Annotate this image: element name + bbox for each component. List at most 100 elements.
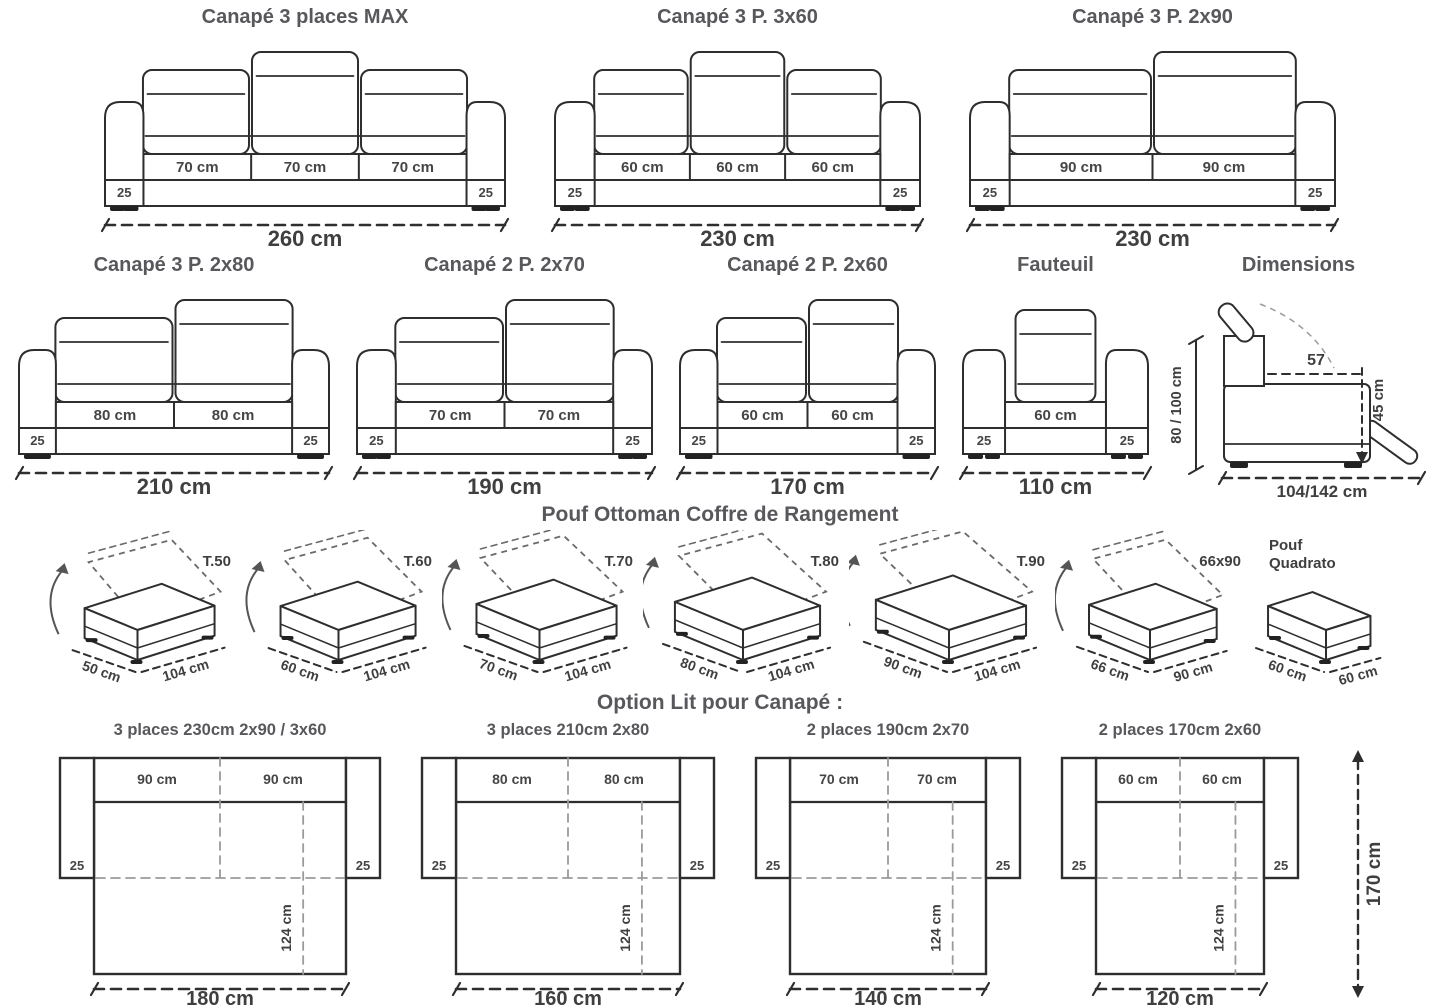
sofa-foot bbox=[485, 206, 500, 211]
armrest-width-label: 25 bbox=[766, 858, 780, 873]
total-width-label: 120 cm bbox=[1146, 988, 1214, 1008]
seat-width-label: 60 cm bbox=[811, 159, 854, 176]
sofa-foot bbox=[123, 206, 139, 211]
dimension-tick bbox=[1217, 470, 1228, 486]
armrest-width-label: 25 bbox=[909, 433, 923, 448]
armrest-width-label: 25 bbox=[996, 858, 1010, 873]
dimension-tick bbox=[323, 465, 334, 481]
back-cushion bbox=[786, 69, 882, 155]
pouf-foot bbox=[941, 660, 954, 664]
diagram-title: Canapé 3 P. 2x90 bbox=[1072, 6, 1233, 28]
pouf-foot bbox=[476, 633, 489, 638]
side-dim-line bbox=[71, 649, 136, 673]
pouf-foot bbox=[876, 629, 889, 634]
armrest-width-label: 25 bbox=[625, 433, 639, 448]
seat-width-label: 90 cm bbox=[1060, 159, 1103, 176]
armrest-width-label: 25 bbox=[568, 185, 582, 200]
sofa-foot bbox=[297, 454, 313, 459]
dimension-tick bbox=[89, 981, 100, 997]
diagram-title: 3 places 230cm 2x90 / 3x60 bbox=[113, 721, 327, 739]
armrest-right bbox=[984, 756, 1022, 880]
pouf-foot bbox=[806, 635, 819, 640]
pouf-section-title: Pouf Ottoman Coffre de Rangement bbox=[541, 503, 899, 526]
open-arrow-icon bbox=[244, 567, 259, 633]
dimension-tick bbox=[965, 217, 976, 233]
diagram-title: Dimensions bbox=[1241, 254, 1356, 276]
bed-depth-label: 124 cm bbox=[1210, 904, 1226, 951]
sofa-foot bbox=[309, 454, 324, 459]
pouf-name-label: Quadrato bbox=[1269, 555, 1336, 572]
pouf-right-face bbox=[136, 604, 216, 661]
pouf-seam bbox=[1087, 622, 1151, 649]
total-width-label: 210 cm bbox=[137, 474, 212, 499]
back-cushion bbox=[808, 299, 899, 403]
seat-width-label: 90 cm bbox=[1203, 159, 1246, 176]
pouf-name-label: T.50 bbox=[202, 553, 230, 570]
side-dim-line bbox=[862, 640, 948, 673]
lid-thickness-dash bbox=[87, 530, 172, 554]
open-arrow-icon bbox=[441, 565, 455, 631]
lid-thickness-dash bbox=[878, 530, 938, 546]
dimension-tick bbox=[675, 465, 686, 481]
armrest-width-label: 25 bbox=[1274, 858, 1288, 873]
pouf-name-label: 66x90 bbox=[1199, 553, 1241, 570]
pouf-foot bbox=[331, 660, 343, 664]
side-dim-label: 66 cm bbox=[1088, 656, 1131, 684]
dimension-tick bbox=[352, 465, 363, 481]
sofa-foot bbox=[1300, 206, 1316, 211]
pouf-foot bbox=[1203, 638, 1216, 643]
dimension-tick bbox=[929, 465, 940, 481]
pouf-foot bbox=[1012, 635, 1025, 640]
lid-thickness-dash bbox=[283, 530, 366, 552]
pouf-right-face bbox=[741, 604, 821, 661]
open-arrow-head-icon bbox=[251, 561, 265, 573]
armrest-width-label: 25 bbox=[432, 858, 446, 873]
sofa-foot bbox=[1344, 462, 1362, 468]
sofa-foot bbox=[685, 454, 700, 459]
diagram-title: Canapé 2 P. 2x70 bbox=[424, 254, 585, 276]
armrest-width-label: 25 bbox=[356, 858, 370, 873]
sofa-body-side bbox=[1223, 383, 1371, 463]
pouf-seam bbox=[1324, 633, 1371, 649]
diagram-title: Fauteuil bbox=[1017, 254, 1094, 276]
bed-depth-label: 124 cm bbox=[617, 904, 633, 951]
seat-width-label: 60 cm bbox=[621, 159, 664, 176]
seat-width-label: 90 cm bbox=[263, 771, 303, 787]
sofa-foot bbox=[24, 454, 39, 459]
seat-width-label: 80 cm bbox=[212, 407, 255, 424]
diagram-title: 2 places 170cm 2x60 bbox=[1098, 721, 1262, 739]
bed-section-title: Option Lit pour Canapé : bbox=[596, 691, 844, 714]
armrest-left bbox=[754, 756, 792, 880]
front-dim-line bbox=[745, 646, 831, 673]
seat-band bbox=[1004, 401, 1107, 429]
pouf-right-face bbox=[538, 604, 618, 661]
seat-width-label: 70 cm bbox=[284, 159, 327, 176]
pouf-foot bbox=[281, 636, 294, 641]
side-dim-label: 70 cm bbox=[477, 655, 520, 683]
diagram-title: Canapé 2 P. 2x60 bbox=[727, 254, 888, 276]
dimension-tick bbox=[674, 981, 685, 997]
dimension-tick bbox=[1416, 470, 1427, 486]
armrest-right bbox=[678, 756, 716, 880]
pouf-seam bbox=[1266, 623, 1327, 649]
sofa-foot bbox=[362, 454, 377, 459]
dimension-tick bbox=[14, 465, 25, 481]
back-cushion bbox=[54, 317, 174, 403]
side-dim-label: 50 cm bbox=[80, 657, 123, 685]
back-cushion bbox=[689, 51, 786, 155]
height-tick bbox=[1188, 335, 1204, 345]
armrest-width-label: 25 bbox=[1308, 185, 1322, 200]
